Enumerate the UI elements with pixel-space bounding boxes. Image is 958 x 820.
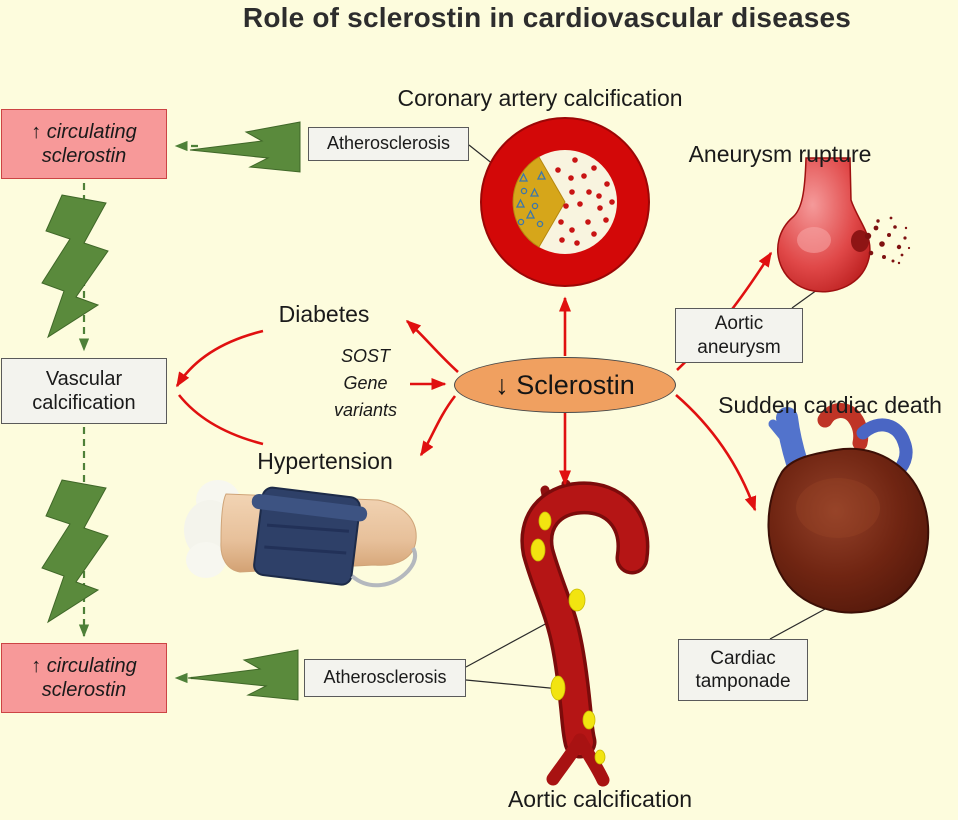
box-circulating-sclerostin-top: ↑ circulating sclerostin — [1, 109, 167, 179]
label-diabetes: Diabetes — [278, 301, 370, 327]
calcification-dots — [555, 157, 615, 246]
aorta-illustration — [520, 479, 650, 787]
label-hypertension: Hypertension — [257, 448, 393, 474]
diagram-title: Role of sclerostin in cardiovascular dis… — [242, 2, 852, 33]
coronary-artery-illustration — [480, 117, 650, 287]
aneurysm-illustration — [777, 157, 911, 293]
arrow-sclerostin-to-heart — [675, 394, 757, 512]
arrow-diabetes-to-vascular — [175, 329, 264, 388]
box-aortic-aneurysm: Aortic aneurysm — [675, 308, 803, 363]
node-sclerostin: ↓ Sclerostin — [454, 357, 676, 413]
box-cardiac-tamponade: Cardiac tamponade — [678, 639, 808, 701]
heart-illustration — [767, 403, 930, 614]
connector-atherosclerosis-bottom-2 — [465, 679, 561, 690]
arrow-sclerostin-to-diabetes — [405, 320, 459, 373]
label-aneurysm-rupture: Aneurysm rupture — [688, 141, 872, 167]
arrow-hypertension-to-vascular — [177, 394, 264, 446]
blood-pressure-cuff-illustration — [184, 480, 418, 588]
box-vascular-calcification: Vascular calcification — [1, 358, 167, 424]
box-circulating-sclerostin-bottom: ↑ circulating sclerostin — [1, 643, 167, 713]
lightning-bolt-left-upper-icon — [41, 194, 109, 339]
lightning-bolt-left-lower-icon — [41, 479, 109, 624]
rupture-spray-dots — [864, 216, 911, 265]
box-atherosclerosis-top: Atherosclerosis — [308, 127, 469, 161]
label-sost-gene-variants: SOST Gene variants — [333, 346, 398, 420]
label-aortic-calcification: Aortic calcification — [507, 786, 693, 812]
label-coronary-artery-calcification: Coronary artery calcification — [397, 85, 683, 111]
aortic-calcification-patches — [530, 511, 606, 765]
box-atherosclerosis-bottom: Atherosclerosis — [304, 659, 466, 697]
lightning-bolt-top-icon — [189, 121, 301, 173]
label-sudden-cardiac-death: Sudden cardiac death — [718, 392, 942, 418]
plaque-particles — [515, 170, 547, 228]
rupture-site — [851, 230, 869, 252]
lightning-bolt-bottom-icon — [187, 649, 299, 701]
arrow-sclerostin-to-hypertension — [419, 395, 457, 457]
green-lightning-bolts — [41, 121, 301, 701]
